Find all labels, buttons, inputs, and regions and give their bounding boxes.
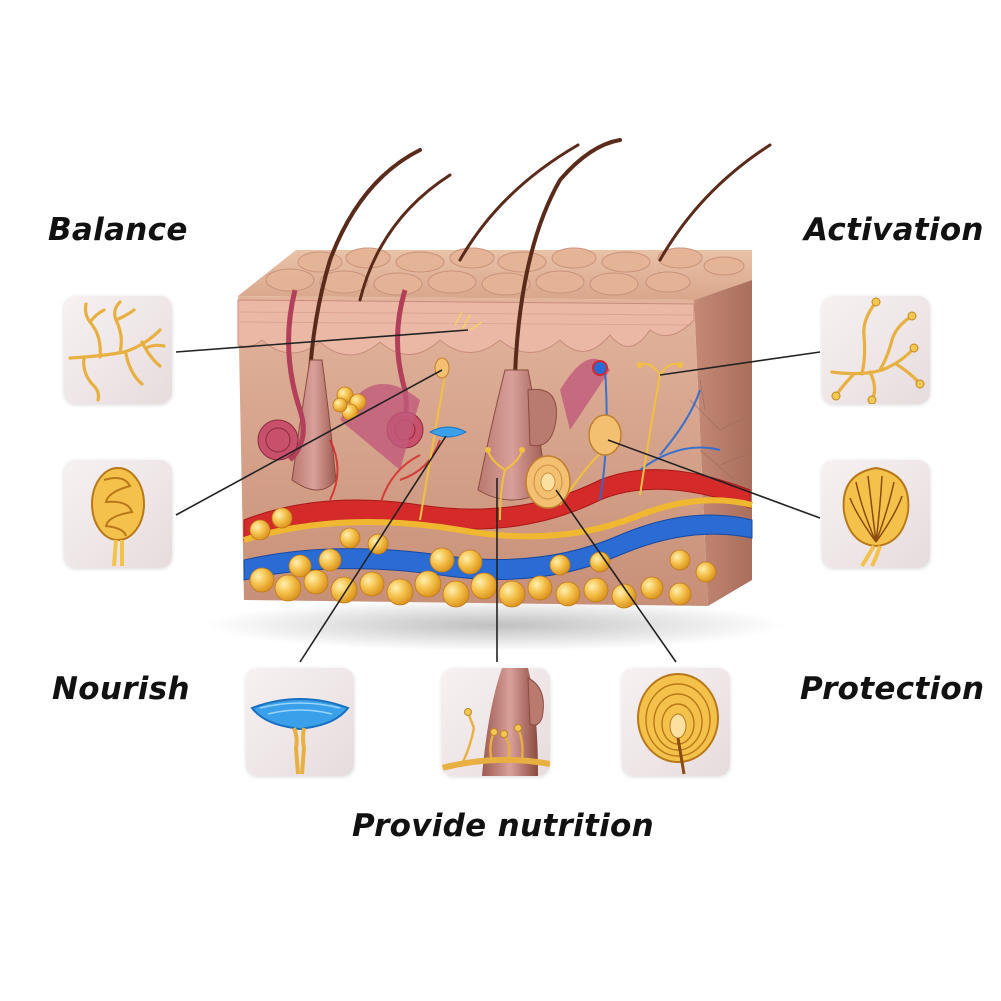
thumb-nourish-blue-bulb — [246, 668, 354, 776]
nerve-knob-icon — [830, 297, 925, 404]
label-activation: Activation — [804, 212, 984, 248]
thumb-balance-nerve-endings — [64, 296, 172, 404]
label-provide-nutrition: Provide nutrition — [352, 808, 654, 844]
label-protection: Protection — [800, 671, 985, 707]
blue-bulb-icon — [250, 698, 350, 775]
thumb-fibrous-corpuscle — [822, 460, 930, 568]
thumb-coiled-corpuscle — [64, 460, 172, 568]
pointer-lines — [175, 329, 821, 663]
label-nourish: Nourish — [52, 671, 190, 707]
label-balance: Balance — [48, 212, 188, 248]
thumb-follicle-nerves — [442, 668, 550, 776]
hair-follicle-icon — [442, 668, 550, 776]
lamellar-corpuscle-icon — [637, 673, 719, 775]
fibrous-corpuscle-icon — [842, 466, 910, 568]
thumb-activation-nerve-knobs — [822, 296, 930, 404]
nerve-branch-icon — [68, 300, 166, 402]
thumb-protection-lamellar — [622, 668, 730, 776]
coiled-corpuscle-icon — [91, 467, 145, 567]
